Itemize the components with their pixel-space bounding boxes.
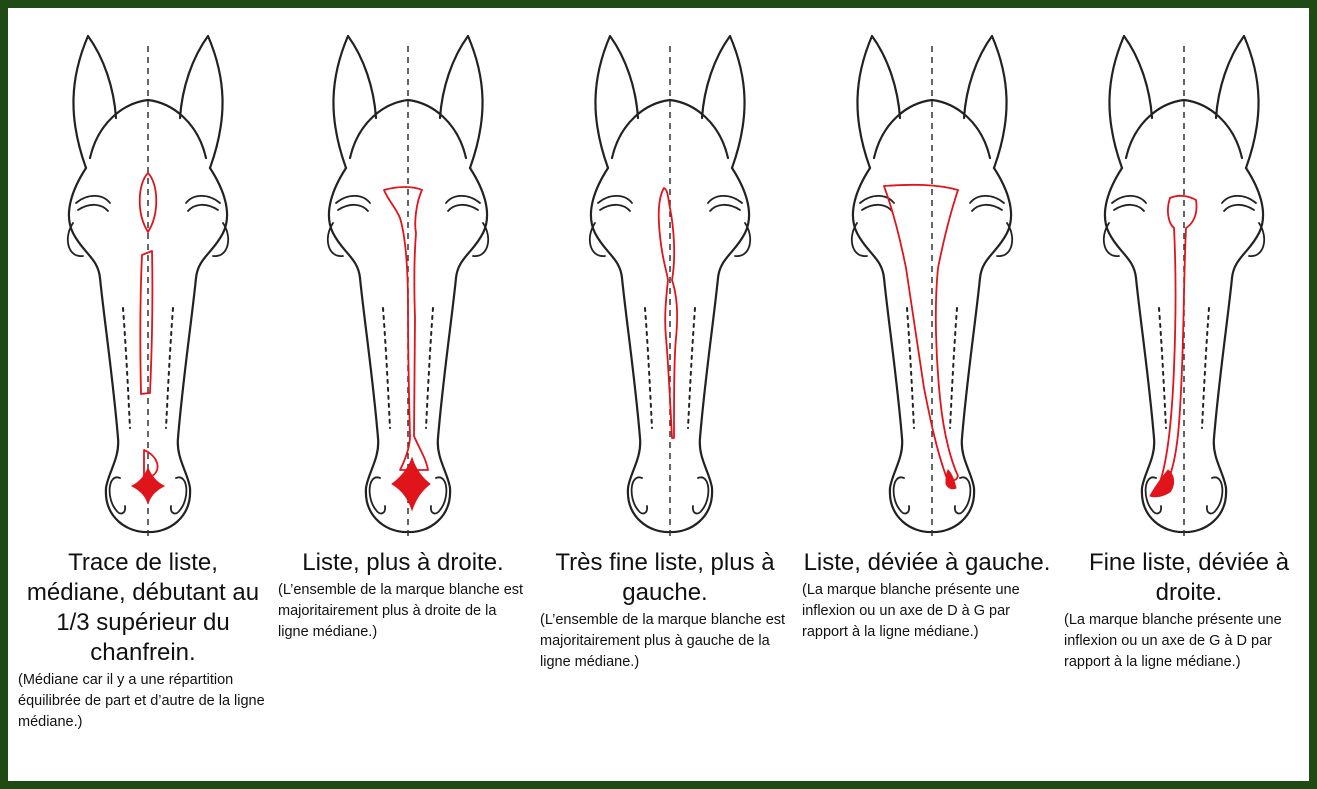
panel-caption: Fine liste, déviée à droite. (La marque … [1064,548,1314,673]
white-mark [384,187,430,510]
panel-2: Liste, plus à droite. (L’ensemble de la … [278,18,528,778]
horse-head-diagram [288,18,528,543]
panel-note: (Médiane car il y a une répartition équi… [18,670,268,733]
panel-title: Très fine liste, plus à gauche. [540,548,790,608]
panel-title: Trace de liste, médiane, débutant au 1/3… [18,548,268,668]
horse-head-diagram [812,18,1052,543]
panel-5: Fine liste, déviée à droite. (La marque … [1064,18,1314,778]
white-mark [1150,196,1197,497]
horse-head-diagram [550,18,790,543]
panel-1: Trace de liste, médiane, débutant au 1/3… [18,18,268,778]
panel-caption: Liste, déviée à gauche. (La marque blanc… [802,548,1052,643]
panel-title: Liste, plus à droite. [278,548,528,578]
panel-note: (L’ensemble de la marque blanche est maj… [278,580,528,643]
panel-caption: Trace de liste, médiane, débutant au 1/3… [18,548,268,733]
panel-4: Liste, déviée à gauche. (La marque blanc… [802,18,1052,778]
panel-note: (La marque blanche présente une inflexio… [1064,610,1314,673]
panel-3: Très fine liste, plus à gauche. (L’ensem… [540,18,790,778]
panel-title: Liste, déviée à gauche. [802,548,1052,578]
panel-caption: Très fine liste, plus à gauche. (L’ensem… [540,548,790,673]
panel-note: (L’ensemble de la marque blanche est maj… [540,610,790,673]
white-mark [884,185,958,489]
panel-title: Fine liste, déviée à droite. [1064,548,1314,608]
horse-head-diagram [1064,18,1304,543]
panel-caption: Liste, plus à droite. (L’ensemble de la … [278,548,528,643]
horse-head-diagram [28,18,268,543]
white-mark [659,188,677,438]
panel-note: (La marque blanche présente une inflexio… [802,580,1052,643]
